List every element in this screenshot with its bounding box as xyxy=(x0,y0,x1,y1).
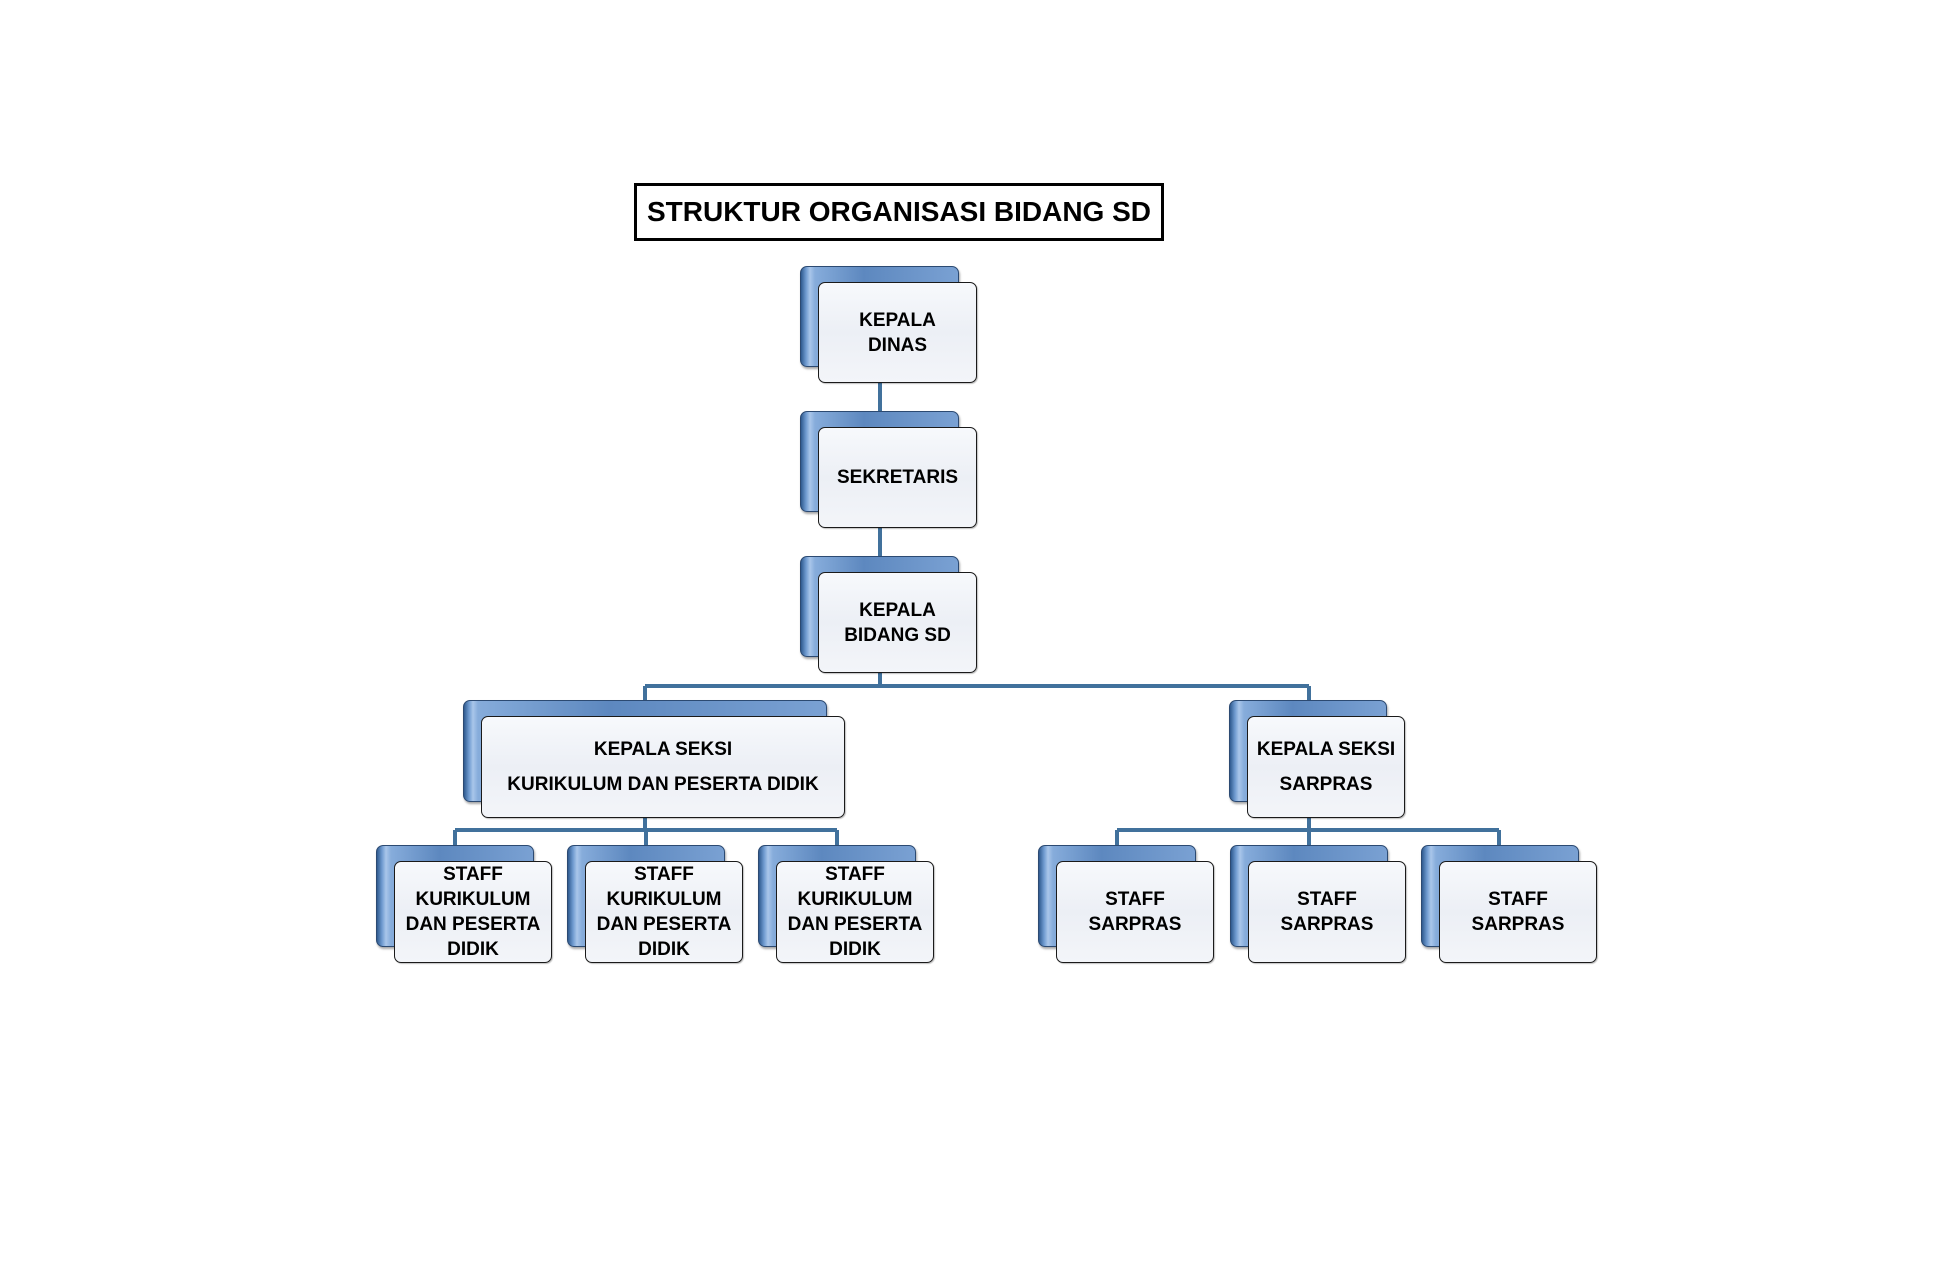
node-text-line: DINAS xyxy=(867,334,928,356)
node-text-line: SARPRAS xyxy=(1471,914,1565,935)
node-text-line: STAFF xyxy=(443,864,503,885)
node-text-line: BIDANG SD xyxy=(844,624,951,646)
node-text-line: KURIKULUM xyxy=(415,889,531,910)
node-text-line: KEPALA SEKSI xyxy=(1256,739,1396,760)
node-text-line: KEPALA xyxy=(859,309,936,331)
node-label: STAFF SARPRAS xyxy=(1439,861,1597,963)
node-label: STAFF KURIKULUM DAN PESERTA DIDIK xyxy=(585,861,743,963)
node-text-line: KEPALA SEKSI xyxy=(593,739,733,760)
node-text-line: STAFF xyxy=(825,864,885,885)
node-label: KEPALA BIDANG SD xyxy=(818,572,977,673)
node-text-line: SARPRAS xyxy=(1088,914,1182,935)
node-staff-sarpras-1: STAFF SARPRAS xyxy=(1038,845,1214,963)
node-text-line: DAN PESERTA xyxy=(596,914,732,935)
node-label: KEPALA SEKSI KURIKULUM DAN PESERTA DIDIK xyxy=(481,716,845,818)
node-label: SEKRETARIS xyxy=(818,427,977,528)
node-staff-sarpras-3: STAFF SARPRAS xyxy=(1421,845,1597,963)
node-text-line: STAFF xyxy=(634,864,694,885)
node-text-line: KEPALA xyxy=(859,599,936,621)
node-kepala-bidang-sd: KEPALA BIDANG SD xyxy=(800,556,977,673)
chart-title: STRUKTUR ORGANISASI BIDANG SD xyxy=(634,183,1164,241)
node-label: STAFF SARPRAS xyxy=(1056,861,1214,963)
node-text-line: SEKRETARIS xyxy=(836,467,959,488)
node-text-line: DIDIK xyxy=(447,939,499,960)
node-text-line: DAN PESERTA xyxy=(405,914,541,935)
node-text-line: STAFF xyxy=(1488,889,1548,910)
node-label: STAFF KURIKULUM DAN PESERTA DIDIK xyxy=(394,861,552,963)
node-text-line: SARPRAS xyxy=(1280,914,1374,935)
node-text-line: KURIKULUM xyxy=(797,889,913,910)
node-text-line: DIDIK xyxy=(638,939,690,960)
node-sekretaris: SEKRETARIS xyxy=(800,411,977,528)
node-label: KEPALA DINAS xyxy=(818,282,977,383)
node-text-line: SARPRAS xyxy=(1279,774,1373,795)
node-label: STAFF KURIKULUM DAN PESERTA DIDIK xyxy=(776,861,934,963)
node-staff-kurikulum-3: STAFF KURIKULUM DAN PESERTA DIDIK xyxy=(758,845,934,963)
node-staff-kurikulum-2: STAFF KURIKULUM DAN PESERTA DIDIK xyxy=(567,845,743,963)
node-text-line: KURIKULUM xyxy=(606,889,722,910)
node-text-line: DAN PESERTA xyxy=(787,914,923,935)
node-text-line: STAFF xyxy=(1297,889,1357,910)
node-staff-sarpras-2: STAFF SARPRAS xyxy=(1230,845,1406,963)
node-text-line: DIDIK xyxy=(829,939,881,960)
connector-bidang-seksi xyxy=(643,655,1311,701)
node-kasi-sarpras: KEPALA SEKSI SARPRAS xyxy=(1229,700,1405,818)
node-kepala-dinas: KEPALA DINAS xyxy=(800,266,977,383)
node-text-line: KURIKULUM DAN PESERTA DIDIK xyxy=(507,774,819,795)
node-label: KEPALA SEKSI SARPRAS xyxy=(1247,716,1405,818)
node-label: STAFF SARPRAS xyxy=(1248,861,1406,963)
node-text-line: STAFF xyxy=(1105,889,1165,910)
node-kasi-kurikulum: KEPALA SEKSI KURIKULUM DAN PESERTA DIDIK xyxy=(463,700,845,818)
node-staff-kurikulum-1: STAFF KURIKULUM DAN PESERTA DIDIK xyxy=(376,845,552,963)
